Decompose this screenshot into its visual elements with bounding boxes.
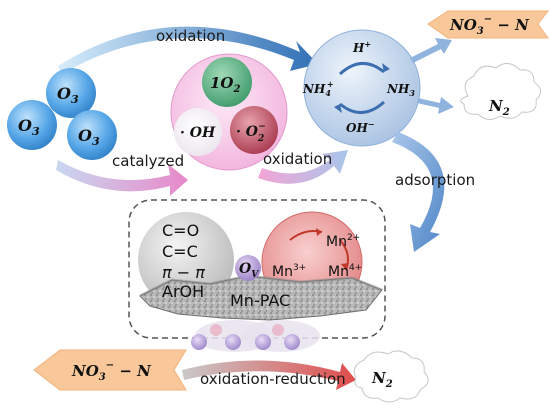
arrow-to-n2-top bbox=[417, 97, 454, 114]
mn-cycle-arrowhead-2 bbox=[341, 263, 349, 270]
bead-6 bbox=[272, 324, 284, 336]
pac-label: Mn-PAC bbox=[230, 291, 290, 310]
oxidation-mid-label: oxidation bbox=[263, 150, 332, 168]
group-pi-pi: π − π bbox=[162, 263, 205, 282]
n2-top-label: N2 bbox=[488, 97, 510, 118]
nitrate-top-label: NO3− − N bbox=[449, 14, 530, 37]
superoxide-label: · O2− bbox=[236, 122, 266, 144]
nh3-label: NH3 bbox=[386, 82, 415, 98]
hydroxyl-label: · OH bbox=[180, 125, 216, 141]
ammonia-cycle: H+ NH4+ NH3 OH− bbox=[302, 29, 421, 147]
n2-bottom-product: N2 bbox=[353, 350, 429, 403]
ozone-molecule-2 bbox=[7, 100, 57, 150]
nh4-label: NH4+ bbox=[302, 79, 334, 98]
adsorption-label: adsorption bbox=[395, 171, 475, 189]
nitrate-bottom-product: NO3− − N bbox=[33, 349, 187, 391]
catalyzed-label: catalyzed bbox=[112, 152, 184, 170]
oxidation-top-arrow bbox=[58, 26, 318, 74]
bead-2 bbox=[225, 334, 241, 350]
oxidation-top-label: oxidation bbox=[156, 27, 225, 45]
cycle-arrowhead-upper bbox=[382, 63, 390, 72]
oh-minus-label: OH− bbox=[346, 119, 375, 135]
nitrate-bottom-badge bbox=[33, 349, 187, 391]
ozone-molecules: O3 O3 O3 bbox=[7, 68, 117, 160]
mn-cycle-arrowhead-1 bbox=[316, 228, 322, 236]
group-alkene: C=C bbox=[162, 242, 198, 261]
hydroxyl-bubble bbox=[174, 108, 222, 156]
cycle-sphere bbox=[303, 29, 421, 147]
singlet-oxygen-bubble bbox=[202, 57, 252, 107]
oxygen-vacancy-label: OV bbox=[239, 261, 259, 280]
n2-top-product: N2 bbox=[460, 63, 541, 120]
nitrate-top-product: NO3− − N bbox=[427, 10, 550, 39]
bead-5 bbox=[210, 324, 222, 336]
nitrate-top-badge bbox=[427, 10, 550, 39]
oxygen-vacancy-bubble bbox=[235, 255, 261, 281]
oxidation-reduction-label: oxidation-reduction bbox=[200, 370, 346, 388]
radical-cluster: 1O2 · OH · O2− bbox=[170, 53, 288, 171]
ozone-molecule-3 bbox=[67, 110, 117, 160]
n2-bottom-label: N2 bbox=[371, 369, 393, 390]
n2-top-cloud bbox=[460, 63, 541, 120]
ozone-molecule-1 bbox=[46, 68, 96, 118]
bead-3 bbox=[255, 334, 271, 350]
mn3-label: Mn3+ bbox=[272, 263, 306, 280]
bead-row bbox=[191, 320, 320, 352]
mn2-label: Mn2+ bbox=[326, 233, 360, 250]
singlet-oxygen-label: 1O2 bbox=[210, 74, 241, 95]
mn4-label: Mn4+ bbox=[328, 263, 362, 280]
cycle-arrow-upper bbox=[338, 62, 385, 76]
oxidation-reduction-arrow bbox=[182, 360, 356, 390]
oxidation-mid-arrow bbox=[258, 150, 348, 184]
group-carbonyl: C=O bbox=[162, 221, 199, 240]
ozone-label-3: O3 bbox=[78, 126, 100, 148]
nitrate-bottom-label: NO3− − N bbox=[71, 360, 152, 383]
n2-bottom-cloud bbox=[353, 350, 429, 403]
catalyzed-arrow bbox=[56, 160, 188, 196]
superoxide-bubble bbox=[230, 106, 278, 154]
h-plus-label: H+ bbox=[352, 39, 371, 55]
bead-1 bbox=[191, 334, 207, 350]
ozone-label-2: O3 bbox=[18, 116, 40, 138]
bead-4 bbox=[284, 334, 300, 350]
cycle-arrow-lower bbox=[339, 100, 386, 114]
cycle-arrowhead-lower bbox=[334, 104, 342, 113]
arrow-to-nitrate-top bbox=[410, 38, 452, 63]
ozone-label-1: O3 bbox=[57, 84, 79, 106]
group-arOH: ArOH bbox=[162, 282, 204, 301]
adsorption-arrow bbox=[392, 132, 445, 252]
